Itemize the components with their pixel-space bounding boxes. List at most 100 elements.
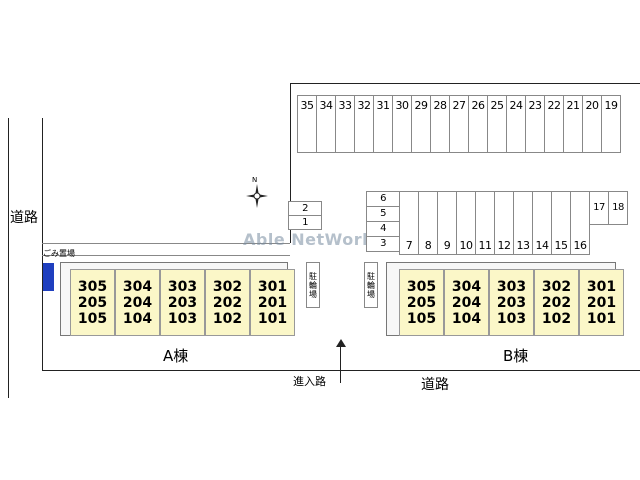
parking-space-number: 20 — [585, 99, 600, 112]
north-label: N — [252, 176, 258, 184]
entrance-arrow-head — [336, 339, 346, 347]
parking-space: 34 — [316, 95, 336, 153]
parking-space-number: 31 — [376, 99, 391, 112]
parking-space-number: 30 — [395, 99, 410, 112]
parking-space: 9 — [437, 191, 457, 255]
unit-number: 301 — [257, 278, 288, 295]
unit-number: 304 — [122, 278, 153, 295]
parking-space: 23 — [525, 95, 545, 153]
parking-space: 17 — [589, 191, 609, 225]
unit-number: 204 — [451, 294, 482, 311]
parking-space: 15 — [551, 191, 571, 255]
parking-space: 25 — [487, 95, 507, 153]
parking-space-number: 5 — [380, 208, 386, 219]
parking-space-number: 2 — [302, 202, 308, 214]
garbage-area — [43, 263, 54, 291]
parking-space: 4 — [366, 221, 400, 237]
parking-space: 27 — [449, 95, 469, 153]
unit-number: 205 — [406, 294, 437, 311]
parking-space-number: 25 — [490, 99, 505, 112]
unit-number: 104 — [451, 310, 482, 327]
parking-space-number: 1 — [302, 216, 308, 228]
parking-space-number: 10 — [459, 239, 474, 252]
parking-space-number: 33 — [338, 99, 353, 112]
parking-space: 10 — [456, 191, 476, 255]
left-road-edge — [8, 118, 9, 398]
parking-space: 26 — [468, 95, 488, 153]
unit-number: 103 — [167, 310, 198, 327]
bike-parking-char: 駐 — [309, 271, 317, 281]
bike-parking-char: 輪 — [367, 280, 375, 290]
left-road-label: 道路 — [10, 210, 38, 226]
parking-space-number: 4 — [380, 223, 386, 234]
unit-number: 104 — [122, 310, 153, 327]
parking-space: 35 — [297, 95, 317, 153]
unit-number: 203 — [496, 294, 527, 311]
parking-space: 8 — [418, 191, 438, 255]
parking-space: 21 — [563, 95, 583, 153]
parking-space-number: 22 — [547, 99, 562, 112]
garbage-label: ごみ置場 — [43, 249, 75, 258]
unit-number: 305 — [77, 278, 108, 295]
parking-space-number: 9 — [443, 239, 451, 252]
bike-parking-char: 輪 — [309, 280, 317, 290]
unit-number: 201 — [586, 294, 617, 311]
unit-number: 105 — [406, 310, 437, 327]
parking-space-number: 11 — [478, 239, 493, 252]
parking-space: 2 — [288, 201, 322, 216]
unit-number: 102 — [541, 310, 572, 327]
bottom-boundary — [42, 370, 640, 371]
parking-space: 31 — [373, 95, 393, 153]
building-b-label: B棟 — [503, 347, 529, 365]
bike-parking-char: 場 — [367, 289, 375, 299]
parking-space-number: 8 — [424, 239, 432, 252]
walkway-bottom — [42, 255, 290, 256]
unit-number: 101 — [257, 310, 288, 327]
unit-number: 303 — [167, 278, 198, 295]
parking-space-number: 15 — [554, 239, 569, 252]
parking-space-number: 26 — [471, 99, 486, 112]
parking-space: 24 — [506, 95, 526, 153]
unit-number: 105 — [77, 310, 108, 327]
parking-space-number: 28 — [433, 99, 448, 112]
unit-number: 302 — [212, 278, 243, 295]
parking-space-number: 6 — [380, 193, 386, 204]
bike-parking-char: 場 — [309, 289, 317, 299]
building-a-label: A棟 — [163, 347, 189, 365]
parking-space: 33 — [335, 95, 355, 153]
unit-number: 304 — [451, 278, 482, 295]
unit-number: 202 — [212, 294, 243, 311]
unit-number: 201 — [257, 294, 288, 311]
unit-number: 205 — [77, 294, 108, 311]
bike-parking-a: 駐 輪 場 — [306, 262, 320, 308]
parking-space: 29 — [411, 95, 431, 153]
unit-number: 101 — [586, 310, 617, 327]
entrance-arrow-shaft — [340, 345, 341, 383]
lot-left-edge — [290, 83, 291, 243]
compass-icon — [246, 184, 268, 208]
parking-space: 30 — [392, 95, 412, 153]
parking-space: 7 — [399, 191, 419, 255]
parking-space: 18 — [608, 191, 628, 225]
left-boundary — [42, 118, 43, 370]
parking-space: 1 — [288, 215, 322, 230]
unit-number: 204 — [122, 294, 153, 311]
parking-space: 3 — [366, 236, 400, 252]
parking-space-number: 7 — [405, 239, 413, 252]
unit-number: 103 — [496, 310, 527, 327]
bike-parking-char: 駐 — [367, 271, 375, 281]
walkway-top — [42, 243, 290, 244]
unit-number: 203 — [167, 294, 198, 311]
parking-space-number: 3 — [380, 238, 386, 249]
parking-space-number: 35 — [300, 99, 315, 112]
